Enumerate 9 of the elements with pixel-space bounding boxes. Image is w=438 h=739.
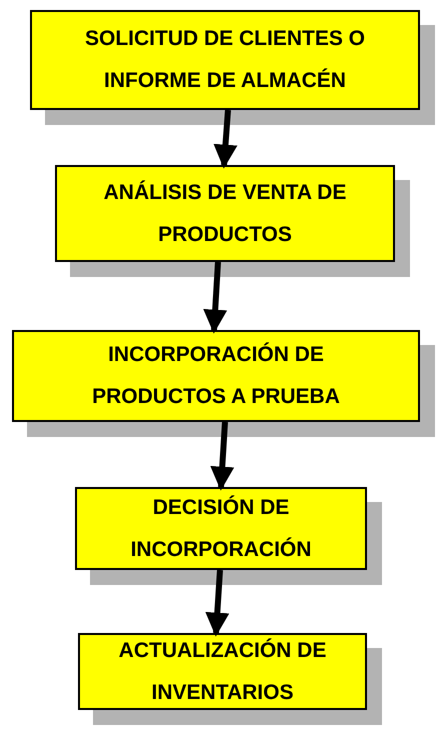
- box-label: INCORPORACIÓN DE PRODUCTOS A PRUEBA: [91, 341, 341, 410]
- box-label: SOLICITUD DE CLIENTES O INFORME DE ALMACÉN: [84, 26, 366, 94]
- arrow: [205, 570, 230, 637]
- box-label: ACTUALIZACIÓN DE INVENTARIOS: [118, 637, 328, 706]
- arrow: [214, 110, 238, 169]
- box-label: DECISIÓN DE INCORPORACIÓN: [130, 494, 312, 562]
- arrow: [210, 422, 234, 491]
- arrow: [203, 262, 228, 334]
- box-label: ANÁLISIS DE VENTA DE PRODUCTOS: [102, 179, 348, 248]
